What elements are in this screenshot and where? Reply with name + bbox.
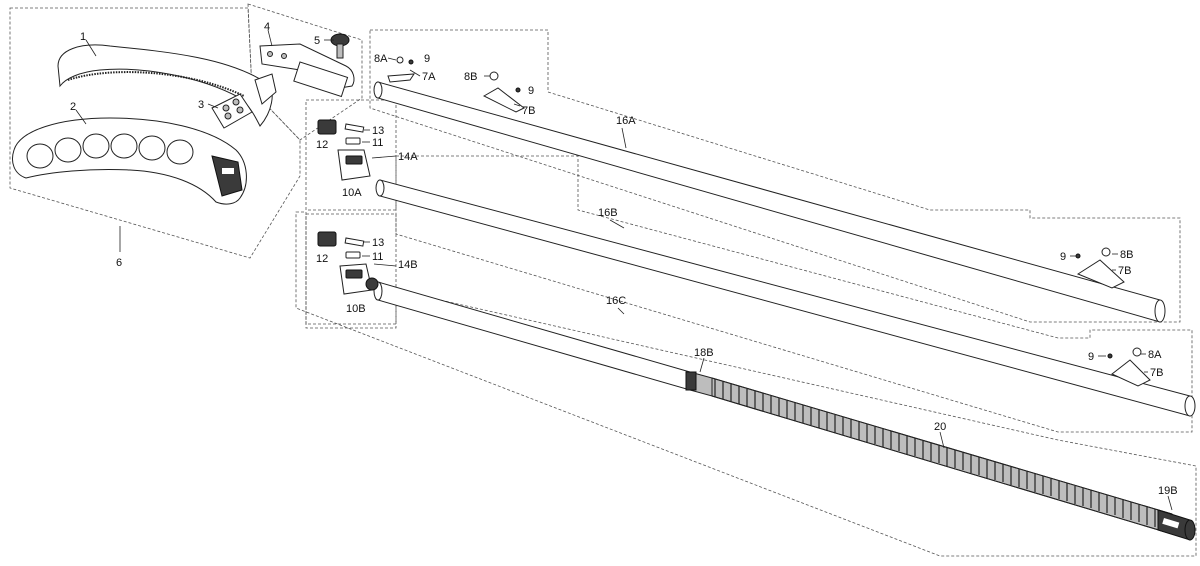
saw-blade [57, 44, 277, 127]
callout-7a: 7A [422, 71, 436, 83]
callout-19b: 19B [1158, 485, 1178, 497]
callout-13-b: 13 [372, 237, 384, 249]
callout-3: 3 [198, 99, 204, 111]
callout-8b-top: 8B [464, 71, 477, 83]
callout-16c: 16C [606, 295, 626, 307]
callout-12-a: 12 [316, 139, 328, 151]
callout-8a-top: 8A [374, 53, 388, 65]
callout-14b: 14B [398, 259, 418, 271]
callout-16a: 16A [616, 115, 636, 127]
callout-6: 6 [116, 257, 122, 269]
callout-13-a: 13 [372, 125, 384, 137]
callout-20: 20 [934, 421, 946, 433]
callout-9-low: 9 [1088, 351, 1094, 363]
callout-4: 4 [264, 21, 270, 33]
callout-11-a: 11 [372, 137, 383, 149]
spring-coil-20 [711, 377, 1173, 535]
tube-16c [373, 281, 713, 397]
end-cap-19b [1157, 509, 1196, 541]
lock-assembly-14a [317, 119, 371, 181]
boundary-group-14a [305, 99, 397, 211]
callout-10a: 10A [342, 187, 362, 199]
tube-16a [373, 73, 1166, 323]
callout-16b: 16B [598, 207, 618, 219]
callout-8a-low: 8A [1148, 349, 1162, 361]
boundary-group-16c [295, 211, 1197, 557]
callout-7b-mid: 7B [1118, 265, 1131, 277]
boundary-group-16b [395, 155, 1193, 433]
callout-9-mid: 9 [1060, 251, 1066, 263]
fastener-set [211, 93, 253, 129]
callout-7b-top: 7B [522, 105, 535, 117]
scabbard [12, 117, 247, 205]
callout-14a: 14A [398, 151, 418, 163]
head-bracket [259, 43, 355, 98]
callout-11-b: 11 [372, 251, 383, 263]
small-fasteners [396, 56, 1142, 359]
lock-assembly-14b [317, 231, 379, 295]
callout-8b-mid: 8B [1120, 249, 1133, 261]
callout-10b: 10B [346, 303, 366, 315]
leader-lines [75, 29, 1173, 511]
knob [330, 33, 350, 59]
callout-9-top-2: 9 [528, 85, 534, 97]
callout-5: 5 [314, 35, 320, 47]
callout-9-top-1: 9 [424, 53, 430, 65]
tube-16b [375, 179, 1196, 417]
callout-1: 1 [80, 31, 86, 43]
callout-18b: 18B [694, 347, 714, 359]
callout-labels: 1 2 3 4 5 6 8A 9 7A 8B 9 7B 16A 16B 16C … [70, 21, 1178, 497]
callout-2: 2 [70, 101, 76, 113]
boundary-group-16a [369, 29, 1181, 323]
callout-12-b: 12 [316, 253, 328, 265]
callout-7b-low: 7B [1150, 367, 1163, 379]
